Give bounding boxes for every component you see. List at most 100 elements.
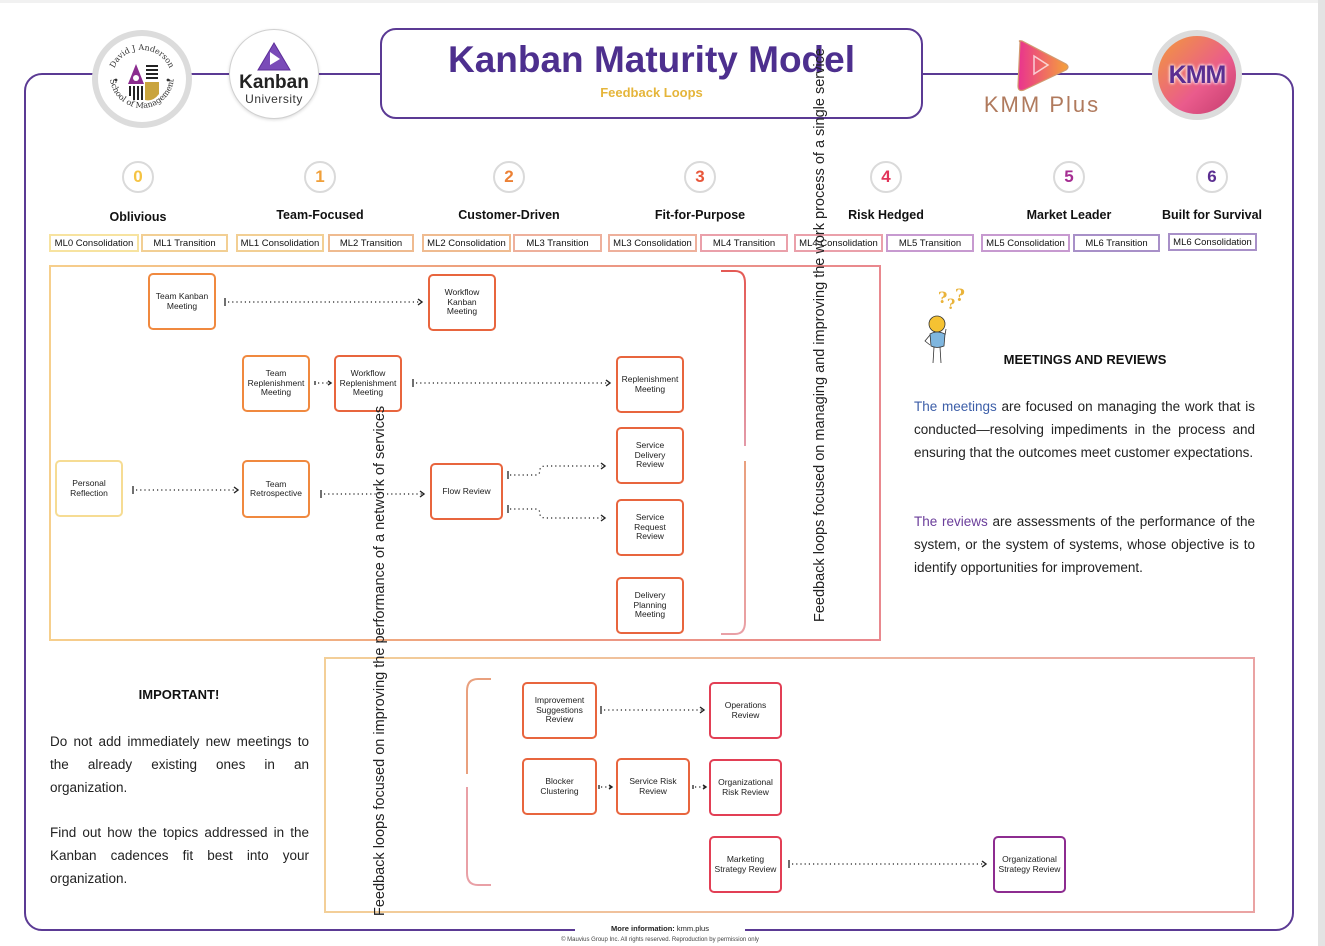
page-subtitle: Feedback Loops bbox=[600, 85, 703, 100]
page-title: Kanban Maturity Model bbox=[447, 39, 856, 80]
level-6-badge: 6 bbox=[1196, 161, 1228, 193]
ku-triangle-icon bbox=[257, 42, 291, 71]
level-1-name: Team-Focused bbox=[276, 208, 364, 222]
kanban-university-logo: Kanban University bbox=[229, 29, 319, 119]
tag-ml5-transition: ML5 Transition bbox=[886, 234, 974, 252]
tag-ml4-consolidation: ML4 Consolidation bbox=[794, 234, 883, 252]
node-label: Team Kanban Meeting bbox=[155, 291, 209, 311]
level-5-badge: 5 bbox=[1053, 161, 1085, 193]
meetings-paragraph: The meetings are focused on managing the… bbox=[914, 395, 1255, 464]
network-caption-wrap: Feedback loops focused on improving the … bbox=[245, 406, 515, 916]
meetings-text: are focused on managing the work that is… bbox=[914, 399, 1255, 460]
node-label: Blocker Clustering bbox=[540, 776, 579, 796]
node-label: Service Delivery Review bbox=[634, 440, 666, 470]
node-label: Team Replenishment Meeting bbox=[247, 368, 305, 398]
meetings-highlight: The meetings bbox=[914, 399, 997, 414]
node-label: Organizational Strategy Review bbox=[998, 854, 1061, 874]
node-organizational-strategy-review[interactable]: Organizational Strategy Review bbox=[993, 836, 1066, 893]
node-label: Service Risk Review bbox=[629, 776, 677, 796]
node-service-delivery-review[interactable]: Service Delivery Review bbox=[616, 427, 684, 484]
node-label: Team Retrospective bbox=[250, 478, 302, 498]
network-caption: Feedback loops focused on improving the … bbox=[372, 405, 388, 916]
tag-ml1-transition: ML1 Transition bbox=[141, 234, 228, 252]
tag-ml5-consolidation: ML5 Consolidation bbox=[981, 234, 1070, 252]
node-service-request-review[interactable]: Service Request Review bbox=[616, 499, 684, 556]
node-operations-review[interactable]: Operations Review bbox=[709, 682, 782, 739]
tag-ml3-transition: ML3 Transition bbox=[513, 234, 602, 252]
node-service-risk-review[interactable]: Service Risk Review bbox=[616, 758, 690, 815]
ku-sub: University bbox=[245, 92, 303, 106]
node-team-retrospective[interactable]: Team Retrospective bbox=[242, 460, 310, 518]
kmm-plus-icon bbox=[1012, 38, 1072, 94]
node-label: Workflow Kanban Meeting bbox=[444, 287, 480, 317]
svg-text:?: ? bbox=[938, 288, 947, 307]
node-label: Organizational Risk Review bbox=[718, 777, 773, 797]
footer-more-label: More information: bbox=[611, 924, 675, 933]
level-4-badge: 4 bbox=[870, 161, 902, 193]
node-label: Replenishment Meeting bbox=[621, 374, 679, 394]
svg-text:David J Anderson: David J Anderson bbox=[108, 43, 176, 69]
node-marketing-strategy-review[interactable]: Marketing Strategy Review bbox=[709, 836, 782, 893]
dja-school-logo: David J Anderson School of Management bbox=[92, 30, 192, 128]
node-label: Operations Review bbox=[724, 700, 767, 720]
tag-ml1-consolidation: ML1 Consolidation bbox=[236, 234, 324, 252]
footer-more-info: More information: kmm.plus bbox=[480, 924, 840, 933]
node-team-replenishment-meeting[interactable]: Team Replenishment Meeting bbox=[242, 355, 310, 412]
scrollbar-track[interactable] bbox=[1318, 0, 1325, 946]
kmm-plus-wordmark: KMM Plus bbox=[983, 92, 1101, 117]
level-2-badge: 2 bbox=[493, 161, 525, 193]
reviews-highlight: The reviews bbox=[914, 514, 988, 529]
window-top-edge bbox=[0, 0, 1318, 3]
node-label: Flow Review bbox=[442, 485, 491, 496]
node-replenishment-meeting[interactable]: Replenishment Meeting bbox=[616, 356, 684, 413]
node-workflow-kanban-meeting[interactable]: Workflow Kanban Meeting bbox=[428, 274, 496, 331]
kmm-logo: KMM bbox=[1152, 30, 1242, 120]
level-3-name: Fit-for-Purpose bbox=[654, 208, 746, 222]
dja-seal-icon: David J Anderson School of Management bbox=[108, 43, 176, 110]
tag-ml4-transition: ML4 Transition bbox=[700, 234, 788, 252]
svg-text:?: ? bbox=[947, 297, 955, 313]
node-label: Workflow Replenishment Meeting bbox=[339, 368, 397, 398]
dja-top-text: David J Anderson bbox=[108, 43, 176, 69]
node-organizational-risk-review[interactable]: Organizational Risk Review bbox=[709, 759, 782, 816]
node-label: Improvement Suggestions Review bbox=[534, 695, 585, 725]
node-personal-reflection[interactable]: Personal Reflection bbox=[55, 460, 123, 517]
frame-gap bbox=[575, 920, 745, 934]
tag-ml2-consolidation: ML2 Consolidation bbox=[422, 234, 511, 252]
level-0-badge: 0 bbox=[122, 161, 154, 193]
node-label: Delivery Planning Meeting bbox=[633, 590, 667, 620]
level-2-name: Customer-Driven bbox=[458, 208, 560, 222]
node-blocker-clustering[interactable]: Blocker Clustering bbox=[522, 758, 597, 815]
node-team-kanban-meeting[interactable]: Team Kanban Meeting bbox=[148, 273, 216, 330]
tag-ml3-consolidation: ML3 Consolidation bbox=[608, 234, 697, 252]
tag-ml6-transition: ML6 Transition bbox=[1073, 234, 1160, 252]
node-improvement-suggestions-review[interactable]: Improvement Suggestions Review bbox=[522, 682, 597, 739]
node-label: Personal Reflection bbox=[70, 478, 108, 498]
reviews-text: are assessments of the performance of th… bbox=[914, 514, 1255, 575]
level-5-name: Market Leader bbox=[1026, 208, 1112, 222]
footer-copyright: © Mauvius Group Inc. All rights reserved… bbox=[561, 937, 759, 943]
node-delivery-planning-meeting[interactable]: Delivery Planning Meeting bbox=[616, 577, 684, 634]
tag-ml6-consolidation: ML6 Consolidation bbox=[1168, 233, 1257, 251]
meetings-reviews-heading: MEETINGS AND REVIEWS bbox=[1003, 352, 1167, 367]
node-label: Marketing Strategy Review bbox=[714, 854, 777, 874]
important-paragraph-2: Find out how the topics addressed in the… bbox=[50, 825, 309, 886]
important-paragraph-1: Do not add immediately new meetings to t… bbox=[50, 734, 309, 795]
level-1-badge: 1 bbox=[304, 161, 336, 193]
thinking-person-icon: ? ? ? bbox=[918, 283, 974, 365]
node-label: Service Request Review bbox=[634, 512, 666, 542]
kmm-logo-text: KMM bbox=[1168, 60, 1227, 89]
single-service-caption: Feedback loops focused on managing and i… bbox=[812, 48, 828, 622]
tag-ml2-transition: ML2 Transition bbox=[328, 234, 414, 252]
level-6-name: Built for Survival bbox=[1161, 208, 1263, 222]
node-workflow-replenishment-meeting[interactable]: Workflow Replenishment Meeting bbox=[334, 355, 402, 412]
level-4-name: Risk Hedged bbox=[848, 208, 924, 222]
node-flow-review[interactable]: Flow Review bbox=[430, 463, 503, 520]
title-box: Kanban Maturity Model Feedback Loops bbox=[380, 28, 923, 119]
reviews-paragraph: The reviews are assessments of the perfo… bbox=[914, 510, 1255, 579]
footer-link[interactable]: kmm.plus bbox=[676, 924, 709, 933]
svg-text:?: ? bbox=[955, 286, 965, 306]
important-heading: IMPORTANT! bbox=[138, 687, 220, 702]
level-3-badge: 3 bbox=[684, 161, 716, 193]
tag-ml0-consolidation: ML0 Consolidation bbox=[49, 234, 139, 252]
